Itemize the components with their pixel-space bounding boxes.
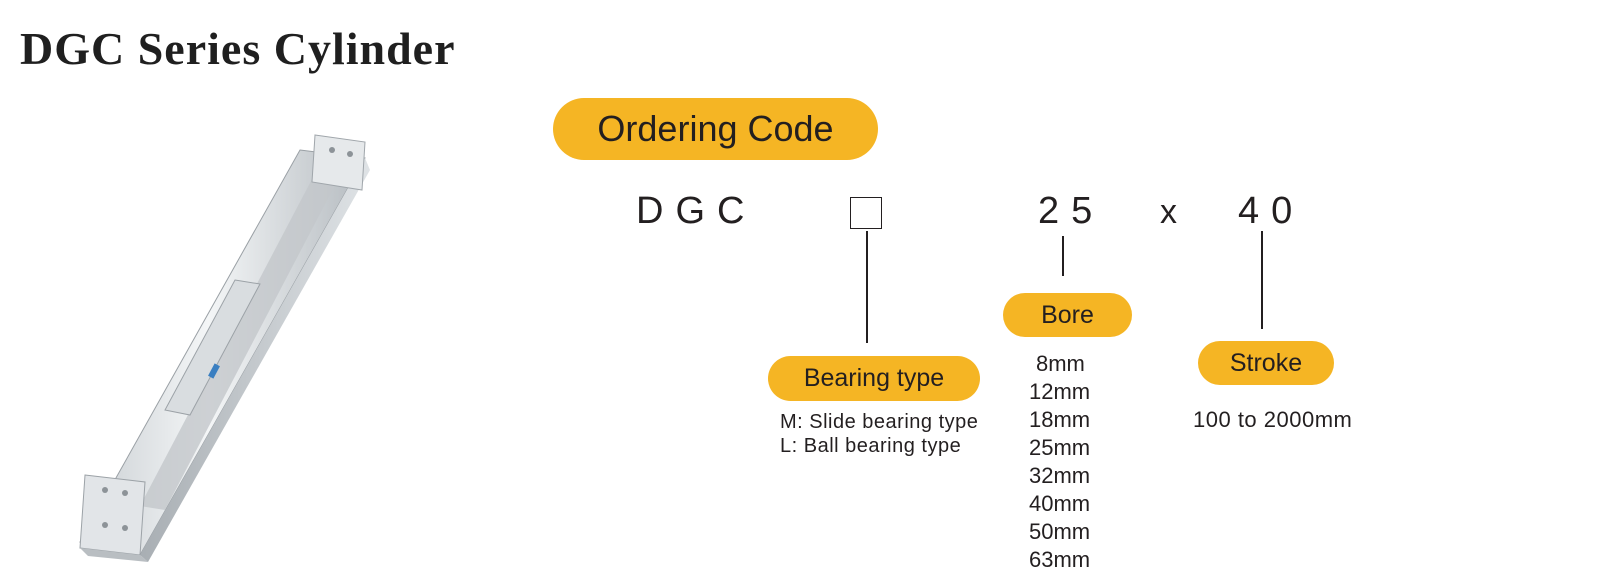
bore-code: 25: [1038, 190, 1105, 232]
bore-option: 32mm: [1029, 463, 1091, 488]
brand-label: [208, 363, 220, 379]
bore-option: 25mm: [1029, 435, 1091, 460]
bearing-connector-line: [866, 231, 868, 343]
page-title: DGC Series Cylinder: [20, 23, 456, 74]
bore-option: 63mm: [1029, 547, 1091, 572]
ordering-code-heading: Ordering Code: [553, 98, 878, 160]
product-image: [79, 134, 370, 562]
bearing-type-placeholder-box: [850, 197, 882, 229]
bore-options: 8mm 12mm 18mm 25mm 32mm 40mm 50mm 63mm: [1029, 350, 1090, 574]
bearing-options: M: Slide bearing type L: Ball bearing ty…: [780, 410, 978, 458]
bearing-type-label: Bearing type: [768, 356, 980, 401]
bearing-option: L: Ball bearing type: [780, 435, 962, 457]
bore-option: 18mm: [1029, 407, 1091, 432]
stroke-range: 100 to 2000mm: [1193, 407, 1353, 432]
bore-option: 12mm: [1029, 379, 1091, 404]
model-code: DGC: [636, 190, 757, 232]
bearing-option: M: Slide bearing type: [780, 411, 979, 433]
stroke-label: Stroke: [1198, 341, 1334, 385]
bore-connector-line: [1062, 236, 1064, 276]
bore-option: 8mm: [1036, 351, 1085, 376]
bore-option: 50mm: [1029, 519, 1091, 544]
stroke-connector-line: [1261, 231, 1263, 329]
stroke-code: 40: [1238, 190, 1305, 232]
bore-label: Bore: [1003, 293, 1132, 337]
bore-option: 40mm: [1029, 491, 1091, 516]
code-separator: x: [1160, 193, 1189, 231]
